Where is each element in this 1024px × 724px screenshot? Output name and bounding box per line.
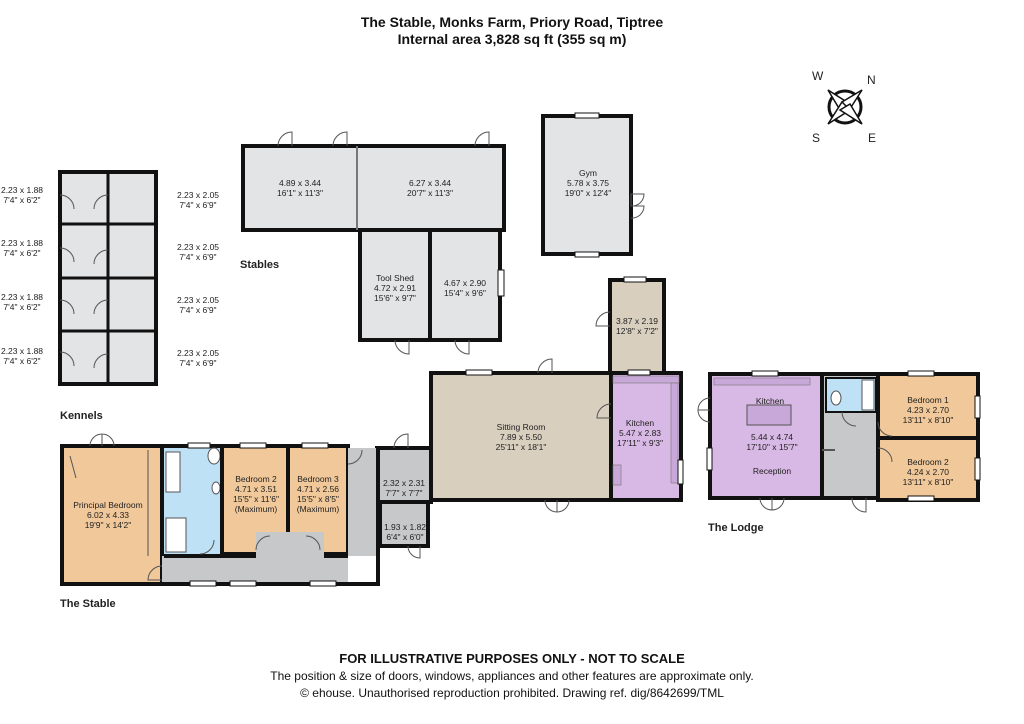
lodge-bedroom-2-imperial: 13'11" x 8'10" — [903, 477, 954, 487]
utility-imperial: 6'4" x 6'0" — [386, 532, 423, 542]
stable-box1-metric: 4.89 x 3.44 — [279, 178, 321, 188]
bedroom-2-note: (Maximum) — [235, 504, 278, 514]
lodge-bedroom-2-name: Bedroom 2 — [907, 457, 949, 467]
disclaimer-heading: FOR ILLUSTRATIVE PURPOSES ONLY - NOT TO … — [339, 651, 685, 666]
hall-metric: 2.32 x 2.31 — [383, 478, 425, 488]
the-lodge-label: The Lodge — [708, 522, 764, 534]
kennel-left-4-imperial: 7'4" x 6'2" — [3, 356, 40, 366]
stable-box2-metric: 6.27 x 3.44 — [409, 178, 451, 188]
kennel-right-2-metric: 2.23 x 2.05 — [177, 242, 219, 252]
stable-kitchen-metric: 5.47 x 2.83 — [619, 428, 661, 438]
kennel-left-4-metric: 2.23 x 1.88 — [1, 346, 43, 356]
kennel-right-4-imperial: 7'4" x 6'9" — [179, 358, 216, 368]
kennel-right-1-imperial: 7'4" x 6'9" — [179, 200, 216, 210]
bedroom-2-imperial: 15'5" x 11'6" — [233, 494, 279, 504]
bedroom-3-imperial: 15'5" x 8'5" — [297, 494, 339, 504]
store-imperial: 12'8" x 7'2" — [616, 326, 658, 336]
gym-imperial: 19'0" x 12'4" — [565, 188, 612, 198]
stable-box3-metric: 4.67 x 2.90 — [444, 278, 486, 288]
stable-kitchen-name: Kitchen — [626, 418, 655, 428]
stable-building — [60, 358, 684, 587]
lodge-bedroom-2-metric: 4.24 x 2.70 — [907, 467, 949, 477]
kennel-left-3-metric: 2.23 x 1.88 — [1, 292, 43, 302]
store-room — [595, 276, 666, 376]
sitting-room-name: Sitting Room — [497, 422, 546, 432]
kennel-left-2-metric: 2.23 x 1.88 — [1, 238, 43, 248]
tool-shed-metric: 4.72 x 2.91 — [374, 283, 416, 293]
lodge-reception-metric: 5.44 x 4.74 — [751, 432, 793, 442]
plan-subtitle: Internal area 3,828 sq ft (355 sq m) — [397, 31, 627, 47]
stable-box3-imperial: 15'4" x 9'6" — [444, 288, 486, 298]
store-metric: 3.87 x 2.19 — [616, 316, 658, 326]
gym-metric: 5.78 x 3.75 — [567, 178, 609, 188]
stables-label: Stables — [240, 259, 279, 271]
kennel-left-1-imperial: 7'4" x 6'2" — [3, 195, 40, 205]
principal-bedroom-name: Principal Bedroom — [73, 500, 142, 510]
compass-icon: W N S E — [812, 69, 876, 145]
lodge-building — [697, 370, 981, 513]
tool-shed-imperial: 15'6" x 9'7" — [374, 293, 416, 303]
principal-bedroom-imperial: 19'9" x 14'2" — [85, 520, 132, 530]
disclaimer-text: The position & size of doors, windows, a… — [270, 669, 754, 683]
plan-title: The Stable, Monks Farm, Priory Road, Tip… — [360, 14, 664, 30]
lodge-reception-name: Reception — [753, 466, 792, 476]
copyright-text: © ehouse. Unauthorised reproduction proh… — [300, 686, 724, 700]
kennel-right-3-imperial: 7'4" x 6'9" — [179, 305, 216, 315]
stable-box2-imperial: 20'7" x 11'3" — [407, 188, 453, 198]
principal-bedroom-metric: 6.02 x 4.33 — [87, 510, 129, 520]
kennel-right-2-imperial: 7'4" x 6'9" — [179, 252, 216, 262]
bedroom-3-metric: 4.71 x 2.56 — [297, 484, 339, 494]
bedroom-3-note: (Maximum) — [297, 504, 340, 514]
kennel-right-3-metric: 2.23 x 2.05 — [177, 295, 219, 305]
compass-s: S — [812, 131, 820, 145]
kennel-left-3-imperial: 7'4" x 6'2" — [3, 302, 40, 312]
gym-block — [541, 112, 645, 258]
stable-box1-imperial: 16'1" x 11'3" — [277, 188, 323, 198]
compass-n: N — [867, 73, 876, 87]
hall-imperial: 7'7" x 7'7" — [385, 488, 422, 498]
stable-kitchen-imperial: 17'11" x 9'3" — [617, 438, 663, 448]
lodge-bedroom-1-name: Bedroom 1 — [907, 395, 949, 405]
the-stable-label: The Stable — [60, 598, 116, 610]
kennel-left-1-metric: 2.23 x 1.88 — [1, 185, 43, 195]
lodge-bedroom-1-metric: 4.23 x 2.70 — [907, 405, 949, 415]
compass-e: E — [868, 131, 876, 145]
bedroom-2-metric: 4.71 x 3.51 — [235, 484, 277, 494]
sitting-room-imperial: 25'11" x 18'1" — [496, 442, 547, 452]
bedroom-2-name: Bedroom 2 — [235, 474, 277, 484]
lodge-bedroom-1-imperial: 13'11" x 8'10" — [903, 415, 954, 425]
compass-w: W — [812, 69, 824, 83]
gym-name: Gym — [579, 168, 597, 178]
bedroom-3-name: Bedroom 3 — [297, 474, 339, 484]
stables-block — [241, 131, 506, 355]
lodge-reception-imperial: 17'10" x 15'7" — [746, 442, 797, 452]
tool-shed-name: Tool Shed — [376, 273, 414, 283]
kennel-right-1-metric: 2.23 x 2.05 — [177, 190, 219, 200]
sitting-room-metric: 7.89 x 5.50 — [500, 432, 542, 442]
kennels-label: Kennels — [60, 410, 103, 422]
kennels-block — [58, 170, 158, 386]
kennel-right-4-metric: 2.23 x 2.05 — [177, 348, 219, 358]
lodge-kitchen-name: Kitchen — [756, 396, 785, 406]
kennel-left-2-imperial: 7'4" x 6'2" — [3, 248, 40, 258]
utility-metric: 1.93 x 1.82 — [384, 522, 426, 532]
